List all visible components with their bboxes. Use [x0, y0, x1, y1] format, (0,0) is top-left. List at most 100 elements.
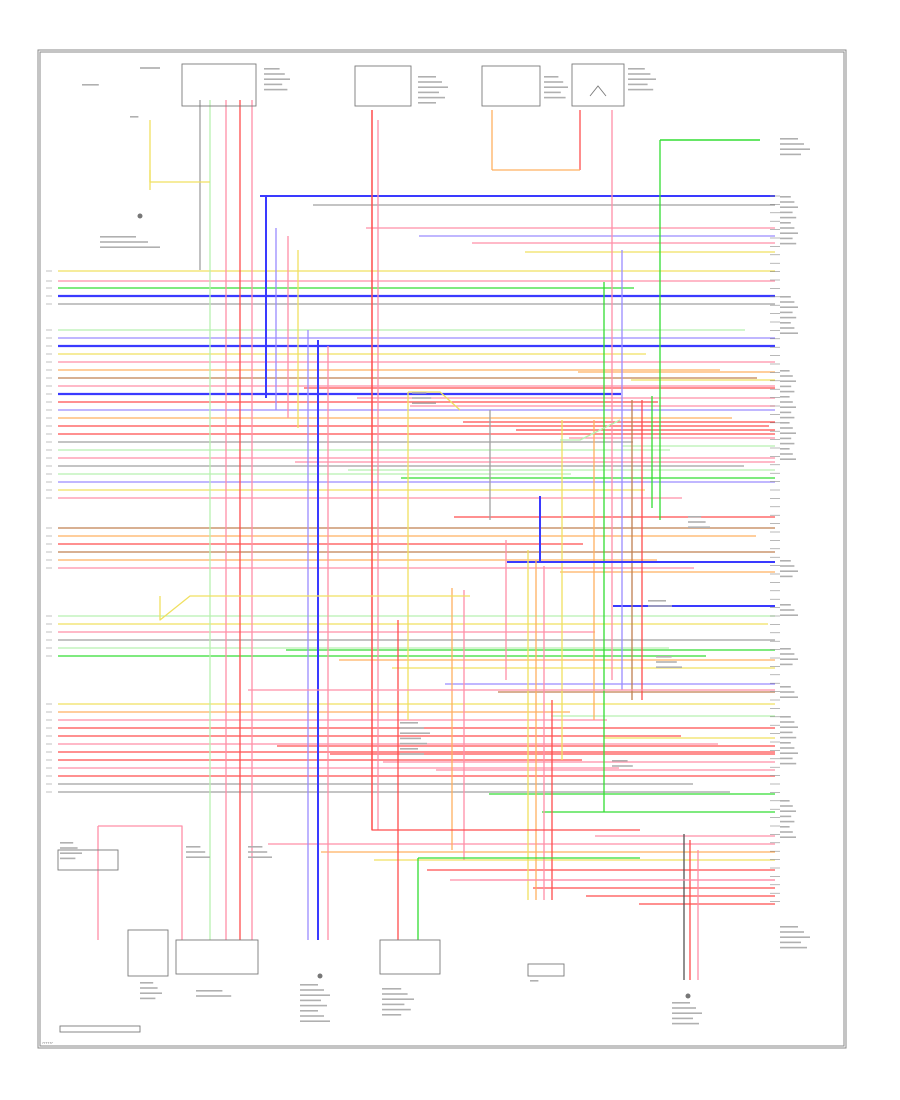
label-line: [418, 86, 448, 88]
label-line: [780, 836, 796, 838]
label-line: [672, 1012, 702, 1014]
routed-wire: [539, 496, 660, 563]
label-line: [628, 88, 654, 91]
label-line: [300, 1015, 324, 1017]
label-line: [300, 1010, 318, 1012]
label-line: [780, 747, 795, 749]
label-line: [780, 138, 798, 140]
ground-symbol: [137, 213, 143, 219]
label-blocks: [60, 68, 810, 1025]
label-line: [544, 86, 568, 88]
label-line: [780, 926, 798, 928]
label-line: [60, 852, 82, 854]
label-line: [648, 600, 666, 602]
label-line: [300, 999, 321, 1002]
label-line: [780, 820, 795, 823]
sensor-box-3: [175, 939, 259, 975]
label-line: [780, 742, 791, 744]
label-line: [780, 931, 804, 933]
label-line: [780, 691, 795, 693]
label-line: [780, 831, 793, 833]
label-line: [186, 856, 210, 858]
label-line: [780, 658, 798, 660]
label-line: [140, 992, 162, 994]
label-line: [780, 232, 798, 234]
label-line: [780, 448, 790, 450]
label-line: [780, 306, 798, 308]
relay-box-right: [571, 63, 625, 107]
label-line: [780, 143, 804, 145]
label-line: [688, 516, 702, 518]
label-line: [780, 442, 795, 445]
diagram-frame: [37, 49, 847, 1049]
label-line: [60, 842, 74, 844]
label-line: [264, 83, 283, 86]
label-line: [628, 78, 656, 80]
label-line: [780, 322, 791, 324]
sensor-box-4: [379, 939, 441, 975]
label-line: [780, 296, 791, 298]
label-line: [780, 211, 793, 214]
label-line: [418, 91, 439, 94]
label-line: [780, 609, 795, 611]
routed-wire: [560, 419, 621, 441]
label-line: [264, 73, 285, 75]
label-line: [544, 91, 561, 94]
label-line: [186, 846, 201, 848]
label-line: [780, 716, 791, 718]
label-line: [688, 521, 706, 523]
label-line: [382, 993, 408, 995]
label-line: [780, 427, 793, 429]
label-line: [140, 997, 156, 1000]
label-line: [400, 732, 430, 734]
label-line: [418, 76, 436, 78]
label-line: [130, 116, 139, 118]
label-line: [780, 800, 790, 802]
label-line: [780, 437, 792, 440]
label-line: [780, 726, 798, 728]
label-line: [612, 765, 633, 767]
label-line: [418, 81, 442, 83]
label-line: [780, 201, 795, 203]
label-line: [780, 648, 791, 650]
label-line: [264, 88, 288, 91]
label-line: [60, 847, 78, 849]
label-line: [780, 736, 797, 739]
label-line: [100, 236, 136, 238]
label-line: [672, 1007, 696, 1009]
label-line: [780, 946, 807, 949]
label-line: [780, 826, 790, 828]
label-line: [382, 1014, 402, 1016]
label-line: [780, 390, 795, 393]
label-line: [780, 453, 793, 455]
label-line: [418, 96, 445, 99]
label-line: [196, 990, 223, 992]
label-line: [264, 78, 290, 80]
label-line: [412, 392, 427, 394]
label-line: [60, 857, 76, 860]
label-line: [780, 757, 793, 760]
label-line: [780, 941, 801, 944]
switch-box-2: [481, 65, 541, 107]
label-line: [400, 737, 421, 740]
bottom-components: [57, 213, 691, 1033]
label-line: [780, 148, 810, 150]
label-line: [780, 196, 791, 198]
label-line: [780, 385, 792, 388]
label-line: [780, 810, 796, 812]
label-line: [196, 995, 232, 997]
label-line: [780, 206, 798, 208]
label-line: [544, 96, 566, 99]
right-connector-pins: [770, 195, 780, 902]
label-line: [412, 402, 436, 404]
label-line: [780, 432, 796, 434]
label-line: [780, 422, 790, 424]
label-line: [672, 1017, 693, 1020]
sensor-box-left: [57, 849, 119, 871]
label-line: [418, 102, 436, 104]
figure-code: ??????: [42, 1041, 53, 1045]
label-line: [780, 653, 795, 655]
label-line: [780, 237, 793, 240]
label-line: [780, 721, 795, 723]
